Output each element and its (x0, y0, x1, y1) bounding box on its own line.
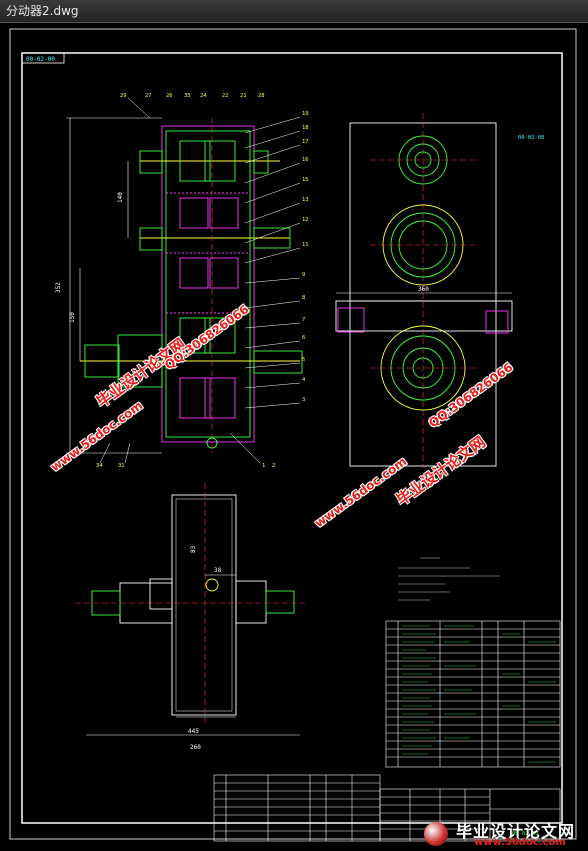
technical-notes (398, 557, 500, 601)
svg-text:31: 31 (118, 463, 125, 469)
svg-text:260: 260 (190, 744, 201, 751)
svg-text:2: 2 (272, 463, 275, 469)
svg-text:26: 26 (166, 93, 173, 99)
svg-text:11: 11 (302, 242, 309, 248)
top-dims: 445 260 38 83 (188, 545, 222, 751)
svg-text:9: 9 (302, 272, 305, 278)
svg-text:28: 28 (258, 93, 265, 99)
outer-frame (9, 28, 577, 840)
front-dim-text: 352 150 140 (55, 192, 124, 323)
svg-text:35: 35 (184, 93, 191, 99)
svg-text:19: 19 (302, 111, 309, 117)
lower-table (213, 774, 561, 842)
svg-text:445: 445 (188, 728, 199, 735)
window-title: 分动器2.dwg (6, 4, 79, 18)
svg-text:3: 3 (302, 397, 305, 403)
svg-text:6: 6 (302, 335, 305, 341)
code-box (21, 52, 65, 64)
svg-text:22: 22 (222, 93, 229, 99)
site-logo: 毕业设计论文网 www.56doc.com (416, 818, 586, 850)
svg-text:8: 8 (302, 295, 305, 301)
svg-text:7: 7 (302, 317, 305, 323)
svg-text:21: 21 (240, 93, 247, 99)
cad-drawing: 00-02-00 (9, 28, 577, 842)
svg-text:34: 34 (96, 463, 103, 469)
logo-brand: 毕业设计论文网 (456, 822, 576, 841)
svg-text:29: 29 (120, 93, 127, 99)
code-text: 00-02-00 (26, 56, 55, 63)
svg-text:5: 5 (302, 357, 305, 363)
title-bar: 分动器2.dwg (0, 0, 588, 23)
svg-text:24: 24 (200, 93, 207, 99)
svg-text:140: 140 (117, 192, 124, 203)
side-view (335, 113, 513, 468)
drawing-canvas[interactable]: 00-02-00 (0, 23, 588, 851)
svg-text:27: 27 (145, 93, 152, 99)
svg-text:1: 1 (262, 463, 265, 469)
parts-table-content (402, 625, 556, 763)
top-view (75, 483, 305, 736)
svg-text:83: 83 (190, 545, 197, 553)
svg-text:18: 18 (302, 125, 309, 131)
svg-text:15: 15 (302, 177, 309, 183)
title-block-code: 00-02-00 (512, 831, 539, 837)
table-code: 00-02-00 (518, 135, 545, 141)
side-dim: 360 (418, 286, 429, 293)
front-dimensions (66, 117, 162, 454)
front-section-view (80, 118, 303, 453)
svg-text:12: 12 (302, 217, 309, 223)
svg-text:38: 38 (214, 567, 222, 574)
leader-lines (99, 97, 301, 464)
svg-text:4: 4 (302, 377, 306, 383)
svg-text:150: 150 (69, 312, 76, 323)
svg-text:13: 13 (302, 197, 309, 203)
part-number-labels: 19 18 17 16 15 13 12 11 9 8 7 6 5 4 3 1 … (96, 93, 309, 469)
svg-text:352: 352 (55, 282, 62, 293)
parts-table (385, 620, 561, 768)
svg-text:17: 17 (302, 139, 309, 145)
logo-url: www.56doc.com (474, 837, 566, 848)
globe-icon (424, 822, 448, 846)
svg-text:16: 16 (302, 157, 309, 163)
